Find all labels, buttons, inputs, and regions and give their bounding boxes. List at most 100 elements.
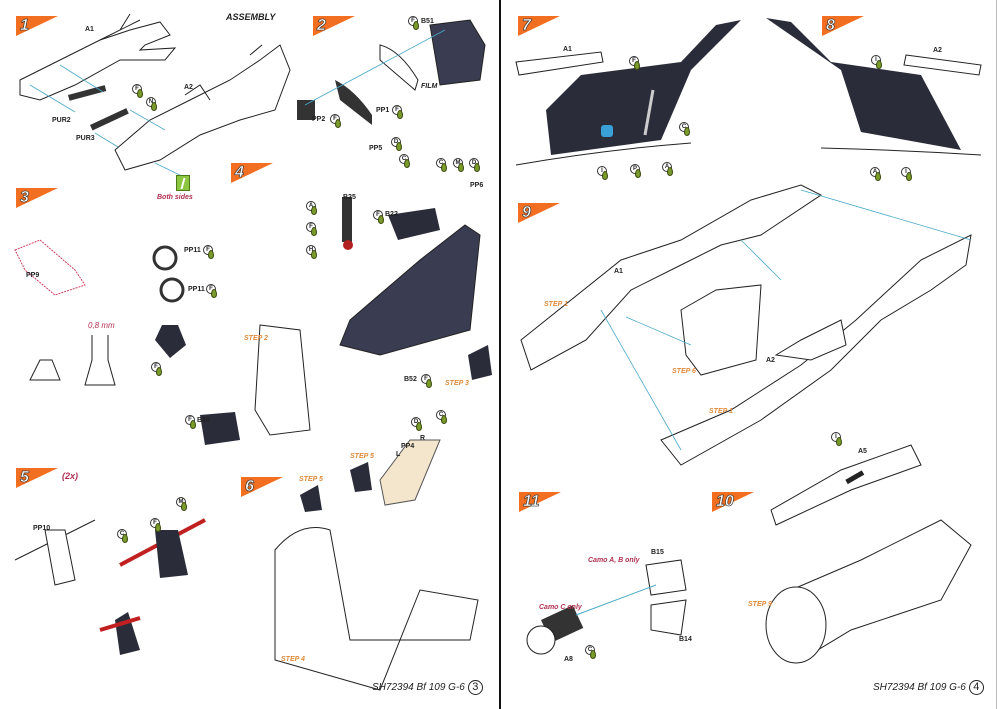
part-label-pp1: PP1: [376, 107, 390, 114]
paint-drop-icon: [906, 172, 912, 181]
paint-drop-icon: [426, 379, 432, 388]
fuselage-assembly-drawing: [520, 184, 972, 466]
seat-drawing: [200, 197, 492, 445]
page-number: 4: [968, 680, 984, 695]
paint-callout: I: [871, 55, 885, 71]
part-pur2: [68, 85, 107, 101]
part-label-b51: B51: [421, 18, 434, 25]
paint-callout: M: [176, 497, 190, 513]
paint-callout: I: [901, 167, 915, 183]
step-reference: STEP 1: [544, 301, 568, 308]
part-label-film: FILM: [421, 83, 438, 90]
camo-ab-note: Camo A, B only: [588, 557, 640, 564]
part-label-b15: B15: [651, 549, 664, 556]
paint-callout: P: [630, 164, 644, 180]
paint-drop-icon: [156, 367, 162, 376]
part-label-a5: A5: [858, 448, 867, 455]
cockpit-wall-left-drawing: [515, 20, 741, 166]
part-label-a2: A2: [766, 357, 775, 364]
badge-flag-icon: [16, 188, 58, 208]
paint-drop-icon: [311, 227, 317, 236]
air-intake-drawing: [526, 559, 687, 655]
step-badge-4: 4: [231, 163, 273, 183]
dimension-label: 0,8 mm: [88, 321, 115, 330]
step-badge-8: 8: [822, 16, 864, 36]
badge-flag-icon: [313, 16, 355, 36]
paint-drop-icon: [396, 142, 402, 151]
part-label-pp11-a: PP11: [184, 247, 201, 254]
camo-c-note: Camo C only: [539, 604, 582, 611]
guide-lines-step9: [600, 189, 972, 451]
paint-drop-icon: [122, 534, 128, 543]
paint-callout: F: [408, 16, 422, 32]
paint-drop-icon: [413, 21, 419, 30]
step-badge-1: 1: [16, 16, 58, 36]
paint-callout: F: [373, 210, 387, 226]
part-label-pp11-b: PP11: [188, 286, 205, 293]
paint-callout: N: [146, 97, 160, 113]
paint-drop-icon: [876, 60, 882, 69]
part-label-b14: B14: [679, 636, 692, 643]
badge-flag-icon: [518, 203, 560, 223]
paint-callout: A: [870, 167, 884, 183]
page-edge: [996, 0, 997, 709]
paint-drop-icon: [378, 215, 384, 224]
paint-drop-icon: [836, 437, 842, 446]
badge-flag-icon: [519, 492, 561, 512]
paint-drop-icon: [190, 420, 196, 429]
part-label-pp6: PP6: [470, 182, 484, 189]
step-reference: STEP 3: [445, 380, 469, 387]
badge-flag-icon: [231, 163, 273, 183]
paint-callout: F: [306, 222, 320, 238]
cockpit-wall-right-drawing: [766, 18, 982, 156]
part-label-b52: B52: [404, 376, 417, 383]
paint-callout: F: [206, 284, 220, 300]
step-badge-3: 3: [16, 188, 58, 208]
kit-code: SH72394 Bf 109 G-6: [372, 682, 465, 694]
paint-drop-icon: [208, 250, 214, 259]
fuselage-a2-drawing: [114, 44, 291, 171]
paint-callout: F: [150, 518, 164, 534]
kit-code: SH72394 Bf 109 G-6: [873, 682, 966, 694]
paint-callout: F: [330, 114, 344, 130]
step-reference: STEP 9: [748, 601, 772, 608]
part-label-b20: B20: [197, 417, 210, 424]
paint-callout: A: [306, 201, 320, 217]
paint-callout: A: [662, 162, 676, 178]
page-divider: [499, 0, 501, 709]
paint-drop-icon: [590, 650, 596, 659]
part-label-pp2: PP2: [312, 116, 326, 123]
paint-drop-icon: [335, 119, 341, 128]
instruction-page-left: ASSEMBLY 1 2 3 4 5 (2x) 6 A1 A2 PUR2 PUR…: [0, 0, 500, 709]
part-label-b25: B25: [343, 194, 356, 201]
page-number: 3: [467, 680, 483, 695]
paint-drop-icon: [441, 163, 447, 172]
rudder-pedal-drawing: [14, 239, 186, 386]
paint-callout: C: [436, 410, 450, 426]
paint-drop-icon: [137, 89, 143, 98]
control-column-drawing: [14, 518, 206, 655]
part-label-a1: A1: [614, 268, 623, 275]
part-pp2: [297, 100, 315, 120]
part-label-pp9: PP9: [26, 272, 40, 279]
paint-drop-icon: [684, 127, 690, 136]
step-reference: STEP 5: [299, 476, 323, 483]
paint-drop-icon: [397, 110, 403, 119]
step-reference: STEP 4: [281, 656, 305, 663]
engine-cowling-drawing: [765, 444, 972, 664]
part-label-pp5: PP5: [369, 145, 383, 152]
part-label-b22: B22: [385, 211, 398, 218]
paint-drop-icon: [634, 61, 640, 70]
left-page-drawings: [14, 13, 492, 691]
paint-callout: H: [306, 245, 320, 261]
paint-callout: F: [185, 415, 199, 431]
paint-drop-icon: [311, 250, 317, 259]
step-reference: STEP 1: [709, 408, 733, 415]
both-sides-note: Both sides: [157, 194, 193, 201]
paint-callout: F: [151, 362, 165, 378]
step5-multiplier: (2x): [62, 471, 79, 481]
part-label-r: R: [420, 435, 426, 442]
part-label-pur3: PUR3: [76, 135, 95, 142]
